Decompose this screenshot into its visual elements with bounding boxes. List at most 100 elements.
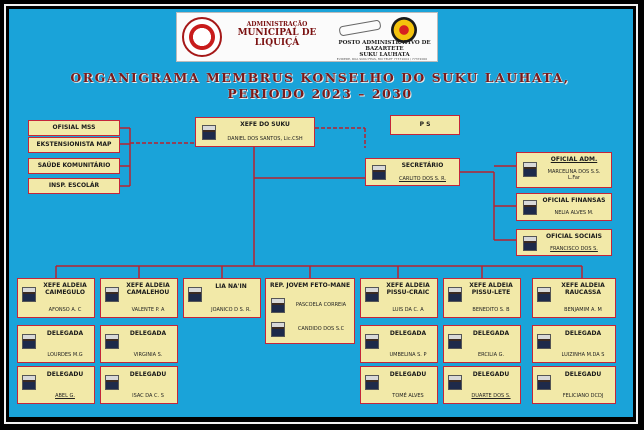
delegada-caimegulo-name: LOURDES M.G <box>47 352 83 358</box>
officer-finansas-photo <box>523 200 537 215</box>
delegadu-pissu-lete-title: DELEGADU <box>472 371 510 378</box>
officer-mss: OFISIAL MSS <box>28 120 120 136</box>
delegadu-pissu-craic-title: DELEGADU <box>389 371 427 378</box>
delegadu-raucassa-box: DELEGADU FELICIANO DCDJ <box>532 366 616 404</box>
officer-finansas-box: OFICIAL FINANSAS NELIA ALVES M. <box>516 193 612 221</box>
officer-finansas-title: OFICIAL FINANSAS <box>542 197 606 204</box>
officer-adm-title: OFICIAL ADM. <box>550 156 598 163</box>
delegadu-raucassa-title: DELEGADU <box>564 371 602 378</box>
officer-sociais-name: FRANCISCO DOS S. <box>550 246 598 252</box>
delegada-pissu-lete-box: DELEGADA ERCILIA G. <box>443 325 521 363</box>
suku-emblem-icon <box>391 17 417 43</box>
delegada-pissu-craic-box: DELEGADA UMBELINA S. P <box>360 325 438 363</box>
officer-insp-escolar: INSP. ESCOLÁR <box>28 178 120 194</box>
delegadu-pissu-craic-photo <box>365 375 379 390</box>
pen-icon <box>338 19 382 37</box>
officer-saude: SAÚDE KOMUNITÁRIO <box>28 158 120 174</box>
delegada-raucassa-photo <box>537 334 551 349</box>
delegadu-raucassa-photo <box>537 375 551 390</box>
letterhead-admin-line1: ADMINISTRAÇÃO <box>246 21 308 28</box>
aldeia-caimegulo-photo <box>22 287 36 302</box>
letterhead-footer: EVIDEDE, RUA SUKU FEAS, MO TELEF 7737100… <box>336 57 428 61</box>
aldeia-pissu-craic-title: XEFE ALDEIA PISSU-CRAIC <box>386 282 430 296</box>
aldeia-camalehou-photo <box>105 287 119 302</box>
officer-sociais-photo <box>523 236 537 251</box>
letterhead-posto-line1: POSTO ADMINISTRATIVO DE <box>338 40 431 46</box>
aldeia-camalehou-box: XEFE ALDEIA CAMALEHOU VALENTE P. A <box>100 278 178 318</box>
delegada-pissu-lete-title: DELEGADA <box>472 330 510 337</box>
lia-nain-box: LIA NA'IN JOANICO D S. R. <box>183 278 261 318</box>
lia-nain-name: JOANICO D S. R. <box>211 307 251 313</box>
delegadu-pissu-lete-photo <box>448 375 462 390</box>
rep-jovem-title: REP. JOVEM FETO-MANE <box>269 282 351 289</box>
chief-photo <box>202 125 216 140</box>
aldeia-raucassa-name: BENJAMIM A. M <box>564 307 602 313</box>
delegada-raucassa-title: DELEGADA <box>564 330 602 337</box>
letterhead: ADMINISTRAÇÃO MUNICIPAL DE LIQUIÇÁ POSTO… <box>176 12 438 62</box>
letterhead-admin-line2: MUNICIPAL DE <box>237 28 317 38</box>
delegada-pissu-lete-photo <box>448 334 462 349</box>
lia-nain-photo <box>188 287 202 302</box>
aldeia-pissu-craic-photo <box>365 287 379 302</box>
aldeia-pissu-craic-box: XEFE ALDEIA PISSU-CRAIC LUIS DA C. A <box>360 278 438 318</box>
chief-box: XEFE DO SUKU DANIEL DOS SANTOS, Lic.CSH <box>195 117 315 147</box>
letterhead-posto-line2: BAZARTETE <box>365 46 404 52</box>
delegadu-camalehou-box: DELEGADU ISAC DA C. S <box>100 366 178 404</box>
delegada-pissu-lete-name: ERCILIA G. <box>477 352 505 358</box>
aldeia-raucassa-photo <box>537 287 551 302</box>
delegadu-camalehou-photo <box>105 375 119 390</box>
chief-title: XEFE DO SUKU <box>240 121 290 128</box>
officer-adm-box: OFICIAL ADM. MARCELINA DOS S.S. L.Far <box>516 152 612 188</box>
delegada-caimegulo-photo <box>22 334 36 349</box>
rep-jovem-member-2: CANDIDO DOS S.C <box>297 326 345 332</box>
secretary-title: SECRETÁRIO <box>401 162 444 169</box>
aldeia-pissu-lete-box: XEFE ALDEIA PISSU-LETE BENEDITO S. B <box>443 278 521 318</box>
rep-jovem-photo-2 <box>271 322 285 337</box>
letterhead-admin-line3: LIQUIÇÁ <box>254 38 300 48</box>
officer-ekstensionista: EKSTENSIONISTA MAP <box>28 137 120 153</box>
aldeia-camalehou-name: VALENTE P. A <box>131 307 165 313</box>
delegada-caimegulo-title: DELEGADA <box>46 330 84 337</box>
delegada-caimegulo-box: DELEGADA LOURDES M.G <box>17 325 95 363</box>
delegada-camalehou-box: DELEGADA VIRGINIA S. <box>100 325 178 363</box>
delegada-camalehou-name: VIRGINIA S. <box>133 352 163 358</box>
officer-sociais-box: OFICIAL SOCIAIS FRANCISCO DOS S. <box>516 229 612 256</box>
officer-adm-name: MARCELINA DOS S.S. L.Far <box>547 169 601 181</box>
delegada-raucassa-box: DELEGADA LUIZINHA M.DA S <box>532 325 616 363</box>
chief-name: DANIEL DOS SANTOS, Lic.CSH <box>227 136 303 142</box>
rep-jovem-member-1: PASCOELA CORREIA <box>295 302 347 308</box>
delegadu-pissu-lete-name: DUARTE DOS S. <box>471 393 511 399</box>
delegada-camalehou-photo <box>105 334 119 349</box>
aldeia-caimegulo-box: XEFE ALDEIA CAIMEGULO AFONSO A. C <box>17 278 95 318</box>
delegada-pissu-craic-title: DELEGADA <box>389 330 427 337</box>
delegadu-caimegulo-box: DELEGADU ABEL G. <box>17 366 95 404</box>
delegadu-pissu-craic-box: DELEGADU TOMÉ ALVES <box>360 366 438 404</box>
aldeia-pissu-lete-title: XEFE ALDEIA PISSU-LETE <box>469 282 513 296</box>
delegadu-pissu-craic-name: TOMÉ ALVES <box>392 393 424 399</box>
outer-frame <box>4 4 638 424</box>
officer-finansas-name: NELIA ALVES M. <box>554 210 594 216</box>
aldeia-pissu-craic-name: LUIS DA C. A <box>392 307 424 313</box>
aldeia-raucassa-box: XEFE ALDEIA RAUCASSA BENJAMIM A. M <box>532 278 616 318</box>
aldeia-camalehou-title: XEFE ALDEIA CAMALEHOU <box>126 282 170 296</box>
delegadu-pissu-lete-box: DELEGADU DUARTE DOS S. <box>443 366 521 404</box>
rep-jovem-photo-1 <box>271 298 285 313</box>
delegada-raucassa-name: LUIZINHA M.DA S <box>561 352 605 358</box>
officer-adm-photo <box>523 162 537 177</box>
aldeia-pissu-lete-photo <box>448 287 462 302</box>
aldeia-pissu-lete-name: BENEDITO S. B <box>472 307 510 313</box>
delegadu-caimegulo-title: DELEGADU <box>46 371 84 378</box>
delegada-camalehou-title: DELEGADA <box>129 330 167 337</box>
page-title: ORGANIGRAMA MEMBRUS KONSELHO DO SUKU LAU… <box>70 70 570 85</box>
delegadu-raucassa-name: FELICIANO DCDJ <box>562 393 604 399</box>
rep-jovem-box: REP. JOVEM FETO-MANE PASCOELA CORREIA CA… <box>265 278 355 344</box>
secretary-photo <box>372 165 386 180</box>
ps-box: P S <box>390 115 460 135</box>
delegadu-caimegulo-photo <box>22 375 36 390</box>
delegada-pissu-craic-name: UMBELINA S. P <box>389 352 427 358</box>
page-subtitle: PERIODO 2023 – 2030 <box>227 86 413 101</box>
aldeia-caimegulo-name: AFONSO A. C <box>48 307 82 313</box>
officer-sociais-title: OFICIAL SOCIAIS <box>546 233 602 240</box>
